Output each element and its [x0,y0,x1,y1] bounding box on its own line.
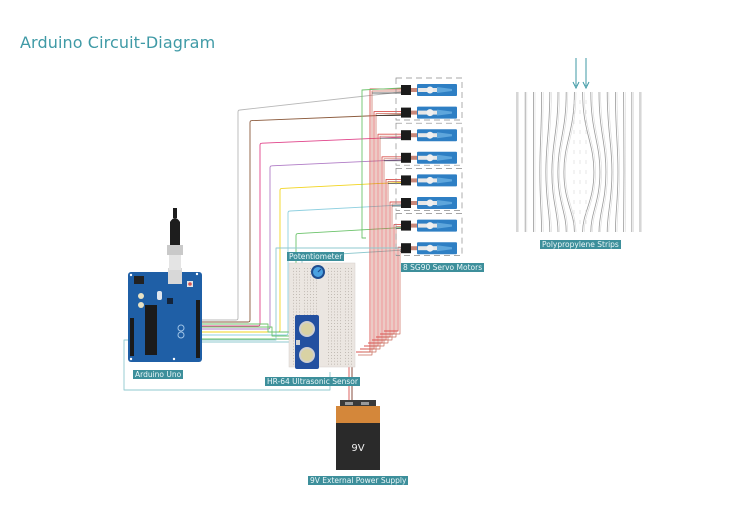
ground-wire [362,113,401,353]
capacitor [138,302,144,308]
signal-wire [361,87,402,239]
ground-wire [386,248,401,335]
label-servo-motors: 8 SG90 Servo Motors [401,263,485,272]
crystal [157,291,162,300]
strip [563,91,575,233]
strip [582,91,595,233]
strip [551,91,559,233]
strip [539,91,542,233]
signal-wire [200,159,402,330]
label-arduino-uno: Arduino Uno [133,370,184,379]
arduino-logo [177,324,185,332]
signal-wire [200,136,402,327]
servo-motor [395,213,463,256]
strip-edge [547,91,552,233]
servo-motor [401,197,457,209]
signal-wire [200,91,402,321]
signal-wire [200,247,401,341]
strip-edge [592,91,602,233]
ground-wire [366,135,401,350]
strip-edge [541,91,544,233]
ground-wire [378,203,401,341]
power-jack [134,276,144,284]
page-title: Arduino Circuit-Diagram [20,33,216,52]
ultrasonic-sensor[interactable] [295,315,319,369]
strip [615,91,619,233]
battery-terminals [340,400,376,406]
label-polypropylene-strips: Polypropylene Strips [540,240,621,249]
label-power-supply: 9V External Power Supply [308,476,409,485]
battery-voltage-text: 9V [351,443,364,454]
servo-connector [401,198,411,208]
servo-motor [401,151,457,164]
servo-motor [395,122,463,166]
signal-wire [200,323,290,333]
usb-port [168,268,182,284]
strip-edge [565,91,577,233]
strip-edge [559,91,569,233]
servo-connector [401,130,411,141]
usb-cable [167,208,183,270]
ground-wire [382,226,401,338]
signal-wire [200,204,402,336]
arrowhead [572,81,580,90]
battery-top [336,406,380,423]
strip [598,91,607,233]
arrowhead [582,81,590,90]
arduino-uno[interactable] [128,268,202,362]
chip-small [167,298,173,304]
signal-wire [200,326,296,337]
potentiometer[interactable] [311,265,325,279]
battery-body [336,423,380,470]
analog-header [130,318,134,356]
servo-connector [401,243,411,254]
servo-connector [401,220,411,231]
label-ultrasonic-sensor: HR-64 Ultrasonic Sensor [265,377,360,386]
strip [545,91,551,233]
power-wire [384,246,401,332]
strip-edge [600,91,608,233]
ground-wire [358,90,401,356]
reset-button [188,282,192,286]
servo-connector [401,85,411,95]
strip [590,91,601,233]
servo-motor [401,242,457,255]
signal-wire [200,114,402,323]
ground-wire [374,181,401,344]
label-potentiometer: Potentiometer [287,252,345,261]
servo-motor [395,168,463,211]
servo-connector [401,175,411,186]
atmega-chip [145,305,157,355]
strip-edge [553,91,560,233]
digital-header [196,300,200,358]
capacitor [138,293,144,299]
strip-edge [616,91,620,233]
strip [557,91,567,233]
servo-motors [395,77,463,256]
strip-edge [583,91,596,233]
servo-motor [395,77,463,121]
strip-edge [608,91,614,233]
polypropylene-strips [516,58,642,233]
servo-motor [401,106,457,119]
strip [606,91,613,233]
ground-wire [370,158,401,347]
servo-connector [401,107,411,118]
servo-connector [401,152,411,163]
power-wire [360,111,401,350]
battery-9v[interactable]: 9V [336,400,380,470]
